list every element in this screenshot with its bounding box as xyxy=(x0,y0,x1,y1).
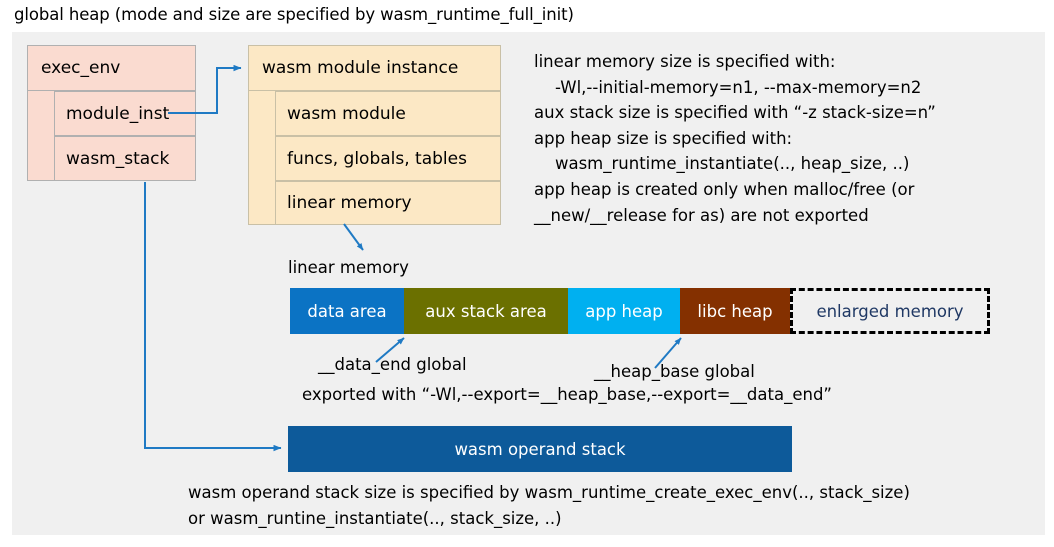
exported-symbols-annotation: exported with “-Wl,--export=__heap_base,… xyxy=(302,385,832,404)
heap-base-annotation: __heap_base global xyxy=(594,362,755,381)
data-end-annotation: __data_end global xyxy=(318,355,467,374)
memory-segment-data-area: data area xyxy=(290,288,404,334)
module-row-linear-memory: linear memory xyxy=(275,181,501,225)
module-row-funcs-globals-tables: funcs, globals, tables xyxy=(275,136,501,181)
wasm-operand-stack-bar: wasm operand stack xyxy=(288,426,792,472)
memory-segment-app-heap: app heap xyxy=(568,288,680,334)
memory-segment-aux-stack-area: aux stack area xyxy=(404,288,568,334)
exec-env-field-module-inst: module_inst xyxy=(54,91,196,136)
memory-segment-enlarged-memory: enlarged memory xyxy=(790,288,990,334)
module-row-wasm-module: wasm module xyxy=(275,91,501,136)
wasm-module-instance-header: wasm module instance xyxy=(248,45,501,91)
page-title: global heap (mode and size are specified… xyxy=(14,5,574,24)
linear-memory-note: linear memory size is specified with: -W… xyxy=(534,52,936,225)
operand-stack-note: wasm operand stack size is specified by … xyxy=(188,483,910,528)
exec-env-field-wasm-stack: wasm_stack xyxy=(54,136,196,181)
exec-env-header: exec_env xyxy=(27,45,196,91)
memory-segment-libc-heap: libc heap xyxy=(680,288,790,334)
linear-memory-label: linear memory xyxy=(288,258,409,277)
